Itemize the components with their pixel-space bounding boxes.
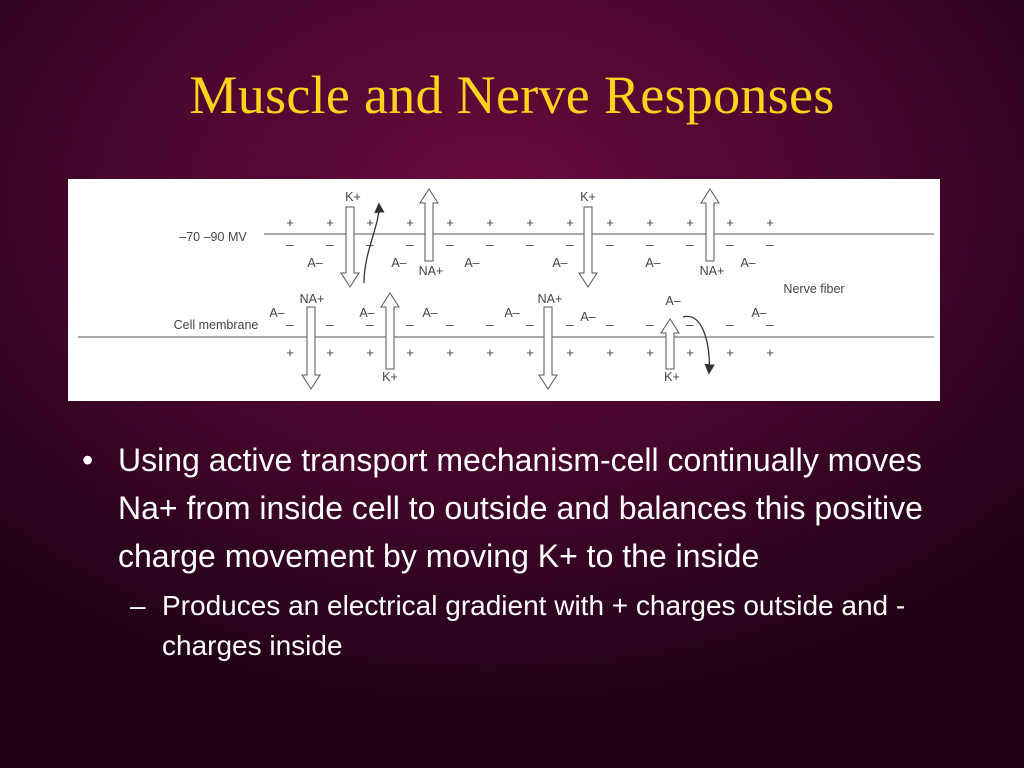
na-down-arrow <box>538 306 558 390</box>
depolarized-plus-charge: + <box>646 345 654 360</box>
outer-plus-charge: + <box>326 215 334 230</box>
anion-label: A– <box>645 256 660 270</box>
depolarized-plus-charge: + <box>526 345 534 360</box>
anion-label: A– <box>307 256 322 270</box>
depolarized-minus-charge: – <box>326 317 334 332</box>
k-ion-label: K+ <box>580 190 596 204</box>
k-down-arrow <box>578 206 598 288</box>
depolarized-minus-charge: – <box>766 317 774 332</box>
depolarized-plus-charge: + <box>286 345 294 360</box>
k-up-arrow <box>380 292 400 370</box>
anion-label: A– <box>552 256 567 270</box>
na-ion-label: NA+ <box>300 292 325 306</box>
sub-bullet-marker: – <box>130 590 146 621</box>
outer-plus-charge: + <box>726 215 734 230</box>
k-up-arrow <box>660 318 680 370</box>
membrane-diagram: –70 –90 MV Cell membrane Nerve fiber + + + + + +… <box>68 179 940 401</box>
k-influx-curve-arrow <box>682 315 715 375</box>
depolarized-plus-charge: + <box>726 345 734 360</box>
sub-bullet-text: Produces an electrical gradient with + c… <box>162 590 906 661</box>
depolarized-plus-charge: + <box>406 345 414 360</box>
outer-plus-charge: + <box>686 215 694 230</box>
depolarized-minus-charge: – <box>606 317 614 332</box>
depolarized-minus-charge: – <box>486 317 494 332</box>
membrane-diagram-svg: –70 –90 MV Cell membrane Nerve fiber + + + + + +… <box>78 188 934 390</box>
inner-minus-charge: – <box>326 237 334 252</box>
inner-minus-charge: – <box>406 237 414 252</box>
outer-plus-charge: + <box>606 215 614 230</box>
depolarized-plus-charge: + <box>486 345 494 360</box>
anion-label: A– <box>504 306 519 320</box>
bullet-list: • Using active transport mechanism-cell … <box>80 436 980 666</box>
anion-label: A– <box>422 306 437 320</box>
inner-minus-charge: – <box>726 237 734 252</box>
na-down-arrow <box>301 306 321 390</box>
inner-minus-charge: – <box>686 237 694 252</box>
inner-minus-charge: – <box>286 237 294 252</box>
anion-label: A– <box>391 256 406 270</box>
depolarized-minus-charge: – <box>286 317 294 332</box>
depolarized-plus-charge: + <box>606 345 614 360</box>
inner-minus-charge: – <box>486 237 494 252</box>
depolarized-plus-charge: + <box>366 345 374 360</box>
k-ion-label: K+ <box>382 370 398 384</box>
outer-plus-charge: + <box>286 215 294 230</box>
outer-plus-charge: + <box>646 215 654 230</box>
na-up-arrow <box>419 188 439 262</box>
cell-membrane-label: Cell membrane <box>174 318 259 332</box>
anion-label: A– <box>751 306 766 320</box>
anion-label: A– <box>269 306 284 320</box>
na-ion-label: NA+ <box>419 264 444 278</box>
depolarized-minus-charge: – <box>686 317 694 332</box>
outer-plus-charge: + <box>486 215 494 230</box>
resting-potential-label: –70 –90 MV <box>179 230 247 244</box>
outer-plus-charge: + <box>566 215 574 230</box>
depolarized-minus-charge: – <box>526 317 534 332</box>
anion-label: A– <box>740 256 755 270</box>
inner-minus-charge: – <box>606 237 614 252</box>
outer-plus-charge: + <box>446 215 454 230</box>
outer-plus-charge: + <box>766 215 774 230</box>
bullet-item: • Using active transport mechanism-cell … <box>80 436 980 580</box>
depolarized-plus-charge: + <box>766 345 774 360</box>
depolarized-plus-charge: + <box>446 345 454 360</box>
outer-plus-charge: + <box>406 215 414 230</box>
anion-label: A– <box>359 306 374 320</box>
depolarized-minus-charge: – <box>406 317 414 332</box>
inner-minus-charge: – <box>566 237 574 252</box>
k-efflux-curve-arrow <box>363 202 385 284</box>
bullet-marker: • <box>82 442 94 478</box>
depolarized-plus-charge: + <box>566 345 574 360</box>
depolarized-minus-charge: – <box>366 317 374 332</box>
k-ion-label: K+ <box>664 370 680 384</box>
k-ion-label: K+ <box>345 190 361 204</box>
na-ion-label: NA+ <box>700 264 725 278</box>
slide-title: Muscle and Nerve Responses <box>189 65 835 125</box>
depolarized-minus-charge: – <box>726 317 734 332</box>
depolarized-minus-charge: – <box>566 317 574 332</box>
depolarized-minus-charge: – <box>646 317 654 332</box>
anion-label: A– <box>665 294 680 308</box>
na-ion-label: NA+ <box>538 292 563 306</box>
nerve-fiber-label: Nerve fiber <box>783 282 844 296</box>
na-up-arrow <box>700 188 720 262</box>
inner-minus-charge: – <box>526 237 534 252</box>
bullet-text: Using active transport mechanism-cell co… <box>118 442 923 574</box>
inner-minus-charge: – <box>766 237 774 252</box>
anion-label: A– <box>464 256 479 270</box>
inner-minus-charge: – <box>446 237 454 252</box>
k-down-arrow <box>340 206 360 288</box>
depolarized-plus-charge: + <box>686 345 694 360</box>
outer-plus-charge: + <box>366 215 374 230</box>
outer-plus-charge: + <box>526 215 534 230</box>
depolarized-minus-charge: – <box>446 317 454 332</box>
inner-minus-charge: – <box>646 237 654 252</box>
depolarized-plus-charge: + <box>326 345 334 360</box>
sub-bullet-item: – Produces an electrical gradient with +… <box>80 586 980 666</box>
anion-label: A– <box>580 310 595 324</box>
